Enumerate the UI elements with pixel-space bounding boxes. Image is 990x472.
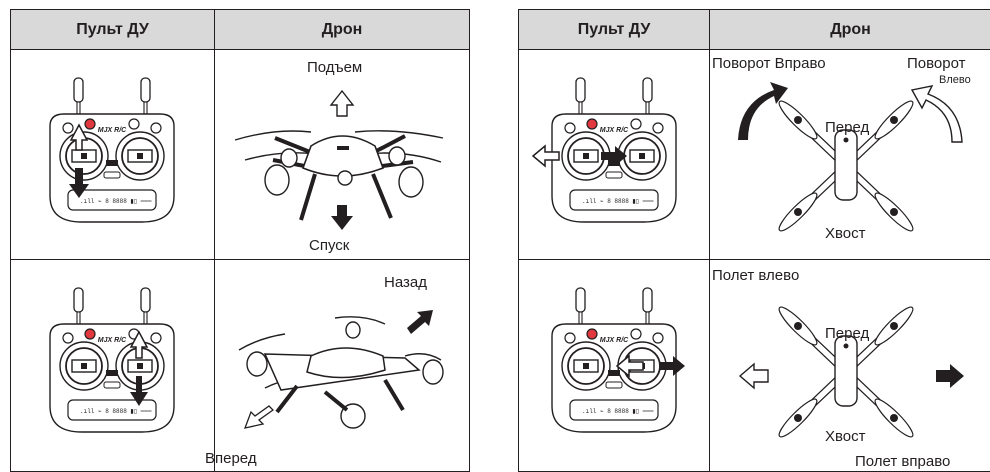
label-fly-left: Полет влево — [712, 267, 800, 284]
remote-illustration-yaw — [531, 77, 677, 223]
remote-illustration-up-down — [49, 77, 175, 223]
arrow-right-icon — [936, 364, 964, 388]
arrow-up-icon — [329, 89, 355, 117]
label-tail: Хвост — [825, 225, 866, 242]
right-col-divider — [709, 10, 710, 471]
left-header-divider — [11, 49, 469, 50]
right-header-remote: Пульт ДУ — [519, 10, 709, 49]
drone-top-roll-illustration — [738, 260, 964, 472]
label-forward: Вперед — [205, 450, 257, 467]
arrow-down-icon — [331, 205, 353, 230]
label-fly-right: Полет вправо — [855, 453, 951, 470]
left-header-drone: Дрон — [215, 10, 469, 49]
left-header-remote: Пульт ДУ — [11, 10, 214, 49]
right-header-divider — [519, 49, 990, 50]
drone-side-illustration — [234, 89, 444, 230]
left-col-divider — [214, 10, 215, 471]
label-turn-right: Поворот Вправо — [712, 55, 826, 72]
right-table: Пульт ДУ Дрон Поворот Вправо Поворот Вле… — [518, 9, 990, 472]
remote-illustration-roll — [551, 287, 685, 433]
label-front-2: Перед — [825, 325, 870, 342]
remote-illustration-forward-back — [49, 287, 175, 433]
label-turn-left: Поворот — [907, 55, 966, 72]
right-header-drone: Дрон — [710, 10, 990, 49]
left-table: Пульт ДУ Дрон Подъем Спуск — [10, 9, 470, 472]
arrow-back-icon — [407, 310, 433, 334]
label-back: Назад — [384, 274, 427, 291]
rotate-left-arrow-icon — [910, 85, 963, 143]
label-down: Спуск — [309, 237, 350, 254]
label-front: Перед — [825, 119, 870, 136]
rotate-right-arrow-icon — [738, 82, 788, 140]
left-row-divider — [11, 259, 469, 260]
drone-perspective-illustration — [238, 310, 444, 429]
right-row-divider — [519, 259, 990, 260]
label-up: Подъем — [307, 59, 363, 76]
label-turn-left-2: Влево — [939, 74, 971, 86]
label-tail-2: Хвост — [825, 428, 866, 445]
drone-top-yaw-illustration — [738, 82, 963, 260]
arrow-forward-icon — [243, 405, 275, 429]
arrow-left-icon — [738, 362, 769, 390]
